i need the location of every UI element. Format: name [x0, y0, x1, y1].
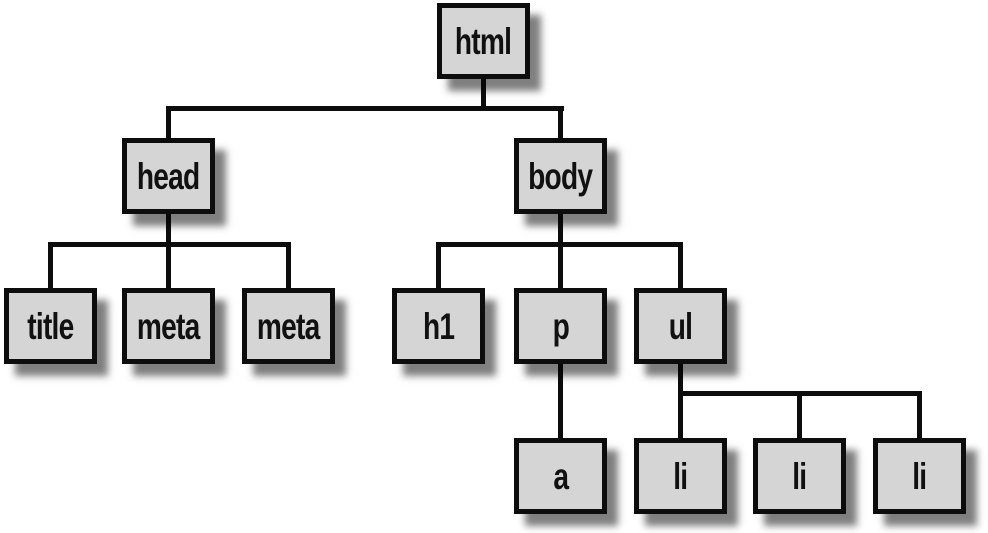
node-h1: h1 — [392, 288, 485, 364]
node-meta-2-label: meta — [257, 305, 320, 347]
node-body: body — [514, 138, 607, 214]
edge-ul-li1 — [678, 364, 683, 440]
node-p: p — [514, 288, 607, 364]
edge-ul-li3 — [917, 391, 922, 440]
node-ul: ul — [634, 288, 727, 364]
edge-body-h1 — [436, 242, 441, 290]
node-li-2: li — [753, 438, 846, 514]
node-li-3-label: li — [912, 455, 927, 497]
node-html-label: html — [455, 20, 512, 62]
edge-head-title — [48, 242, 53, 290]
edge-html-down — [481, 79, 486, 111]
node-li-3: li — [873, 438, 966, 514]
node-p-label: p — [552, 305, 569, 347]
node-meta-1: meta — [122, 288, 215, 364]
node-meta-2: meta — [242, 288, 335, 364]
node-h1-label: h1 — [422, 305, 455, 347]
edge-html-body — [558, 106, 563, 140]
edge-head-meta2 — [286, 242, 291, 290]
edge-bus-head-kids — [48, 242, 291, 247]
node-li-1-label: li — [673, 455, 688, 497]
edge-p-a — [558, 364, 563, 440]
node-title: title — [4, 288, 97, 364]
node-head: head — [122, 138, 215, 214]
node-meta-1-label: meta — [137, 305, 200, 347]
node-a-label: a — [553, 455, 569, 497]
edge-body-p — [558, 214, 563, 290]
node-li-1: li — [634, 438, 727, 514]
edge-body-ul — [678, 242, 683, 290]
node-html: html — [437, 3, 530, 79]
edge-bus-head-body — [166, 106, 564, 111]
edge-html-head — [166, 106, 171, 140]
node-ul-label: ul — [668, 305, 693, 347]
edge-bus-body-kids — [436, 242, 683, 247]
node-a: a — [514, 438, 607, 514]
node-li-2-label: li — [792, 455, 807, 497]
edge-ul-li2 — [797, 391, 802, 440]
edge-head-meta1 — [166, 214, 171, 290]
node-title-label: title — [27, 305, 74, 347]
node-head-label: head — [137, 155, 200, 197]
node-body-label: body — [528, 155, 593, 197]
